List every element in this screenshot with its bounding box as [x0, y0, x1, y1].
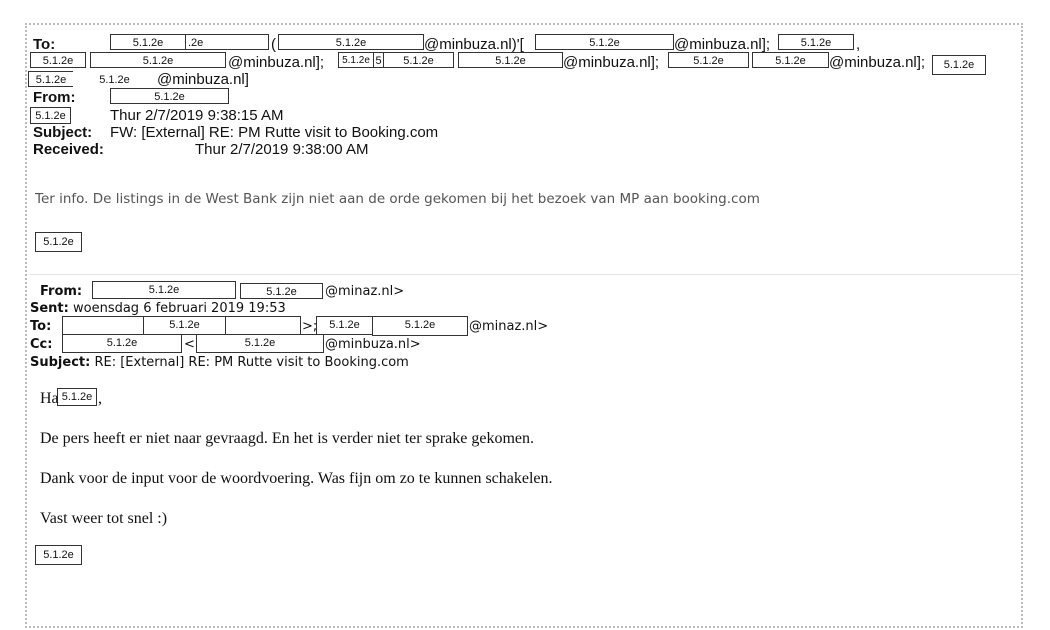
fwd-sent-date: woensdag 6 februari 2019 19:53: [68, 301, 286, 316]
redaction: 5.1.2e: [90, 52, 226, 68]
redaction: 5.1.2e: [372, 316, 468, 336]
redaction: 5.1.2e: [73, 71, 156, 87]
email-domain: @minbuza.nl];: [674, 36, 771, 53]
redaction: 5.1.2e: [35, 232, 82, 252]
redaction: 5.1.2e: [778, 34, 854, 50]
redaction: 5.1.2e: [110, 88, 229, 104]
redaction: 5.1.2e: [110, 34, 186, 50]
redaction: 5.1.2e: [458, 52, 563, 68]
redaction: 5.1.2e: [668, 52, 749, 68]
email-domain: @minbuza.nl)'[: [424, 36, 524, 53]
text: >;: [302, 319, 318, 334]
redaction: 5.1.2e: [30, 107, 71, 124]
redaction: 5.1.2e: [932, 55, 986, 75]
divider: [30, 274, 1020, 275]
redaction: 5.1.2e: [752, 52, 829, 68]
fwd-subject-text: RE: [External] RE: PM Rutte visit to Boo…: [90, 355, 409, 370]
redaction: 5.1.2e: [57, 388, 97, 406]
redaction: 5.1.2e: [28, 71, 74, 87]
redaction: 5.1.2e: [383, 52, 454, 68]
redaction: 5.1.2e: [62, 334, 182, 353]
redaction: 5.1.2e: [278, 34, 424, 50]
redaction: [62, 316, 144, 335]
page-border: [25, 23, 1023, 628]
redaction: 5.1.2e: [316, 316, 373, 335]
to-label: To:: [33, 36, 56, 53]
paragraph: Dank voor de input voor de woordvoering.…: [40, 470, 553, 487]
text: ,: [856, 36, 861, 53]
email-domain: @minbuza.nl];: [563, 54, 660, 71]
greeting: Ha: [40, 390, 59, 407]
fwd-subject: Subject: RE: [External] RE: PM Rutte vis…: [30, 354, 409, 372]
fwd-from-label: From:: [40, 284, 83, 299]
received-label: Received:: [33, 141, 104, 158]
fwd-to-label: To:: [30, 319, 52, 334]
email-domain: @minbuza.nl]: [157, 71, 249, 88]
from-label: From:: [33, 89, 76, 106]
email-domain: @minaz.nl>: [469, 319, 549, 334]
subject: FW: [External] RE: PM Rutte visit to Boo…: [110, 124, 439, 141]
redaction: [225, 316, 301, 335]
email-domain: @minbuza.nl];: [829, 54, 926, 71]
redaction: .2e: [185, 34, 269, 50]
redaction: 5.1.2e: [30, 52, 86, 68]
text: ,: [98, 390, 102, 407]
redaction: 5.1.2e: [143, 316, 226, 335]
email-domain: @minbuza.nl];: [228, 54, 325, 71]
subject-label: Subject:: [33, 124, 93, 141]
fwd-sent-label: Sent:: [30, 301, 69, 316]
redaction: 5.1.2e: [92, 281, 236, 299]
paragraph: Vast weer tot snel :): [40, 510, 168, 527]
redaction: 5.1.2e: [35, 545, 82, 565]
email-domain: @minaz.nl>: [325, 284, 405, 299]
received-date: Thur 2/7/2019 9:38:00 AM: [195, 141, 369, 158]
fwd-cc-label: Cc:: [30, 337, 53, 352]
redaction: 5.1.2e: [338, 52, 374, 68]
fwd-sent: Sent: woensdag 6 februari 2019 19:53: [30, 300, 286, 318]
redaction: 5.1.2e: [196, 334, 324, 353]
text: (: [271, 36, 276, 53]
redaction: 5.1.2e: [535, 34, 674, 50]
intro-text: Ter info. De listings in de West Bank zi…: [35, 191, 760, 207]
email-domain: @minbuza.nl>: [325, 337, 421, 352]
sent-date: Thur 2/7/2019 9:38:15 AM: [110, 107, 284, 124]
fwd-subject-label: Subject:: [30, 355, 91, 370]
text: <: [184, 337, 195, 352]
redaction: 5.1.2e: [240, 283, 323, 299]
paragraph: De pers heeft er niet naar gevraagd. En …: [40, 430, 534, 447]
